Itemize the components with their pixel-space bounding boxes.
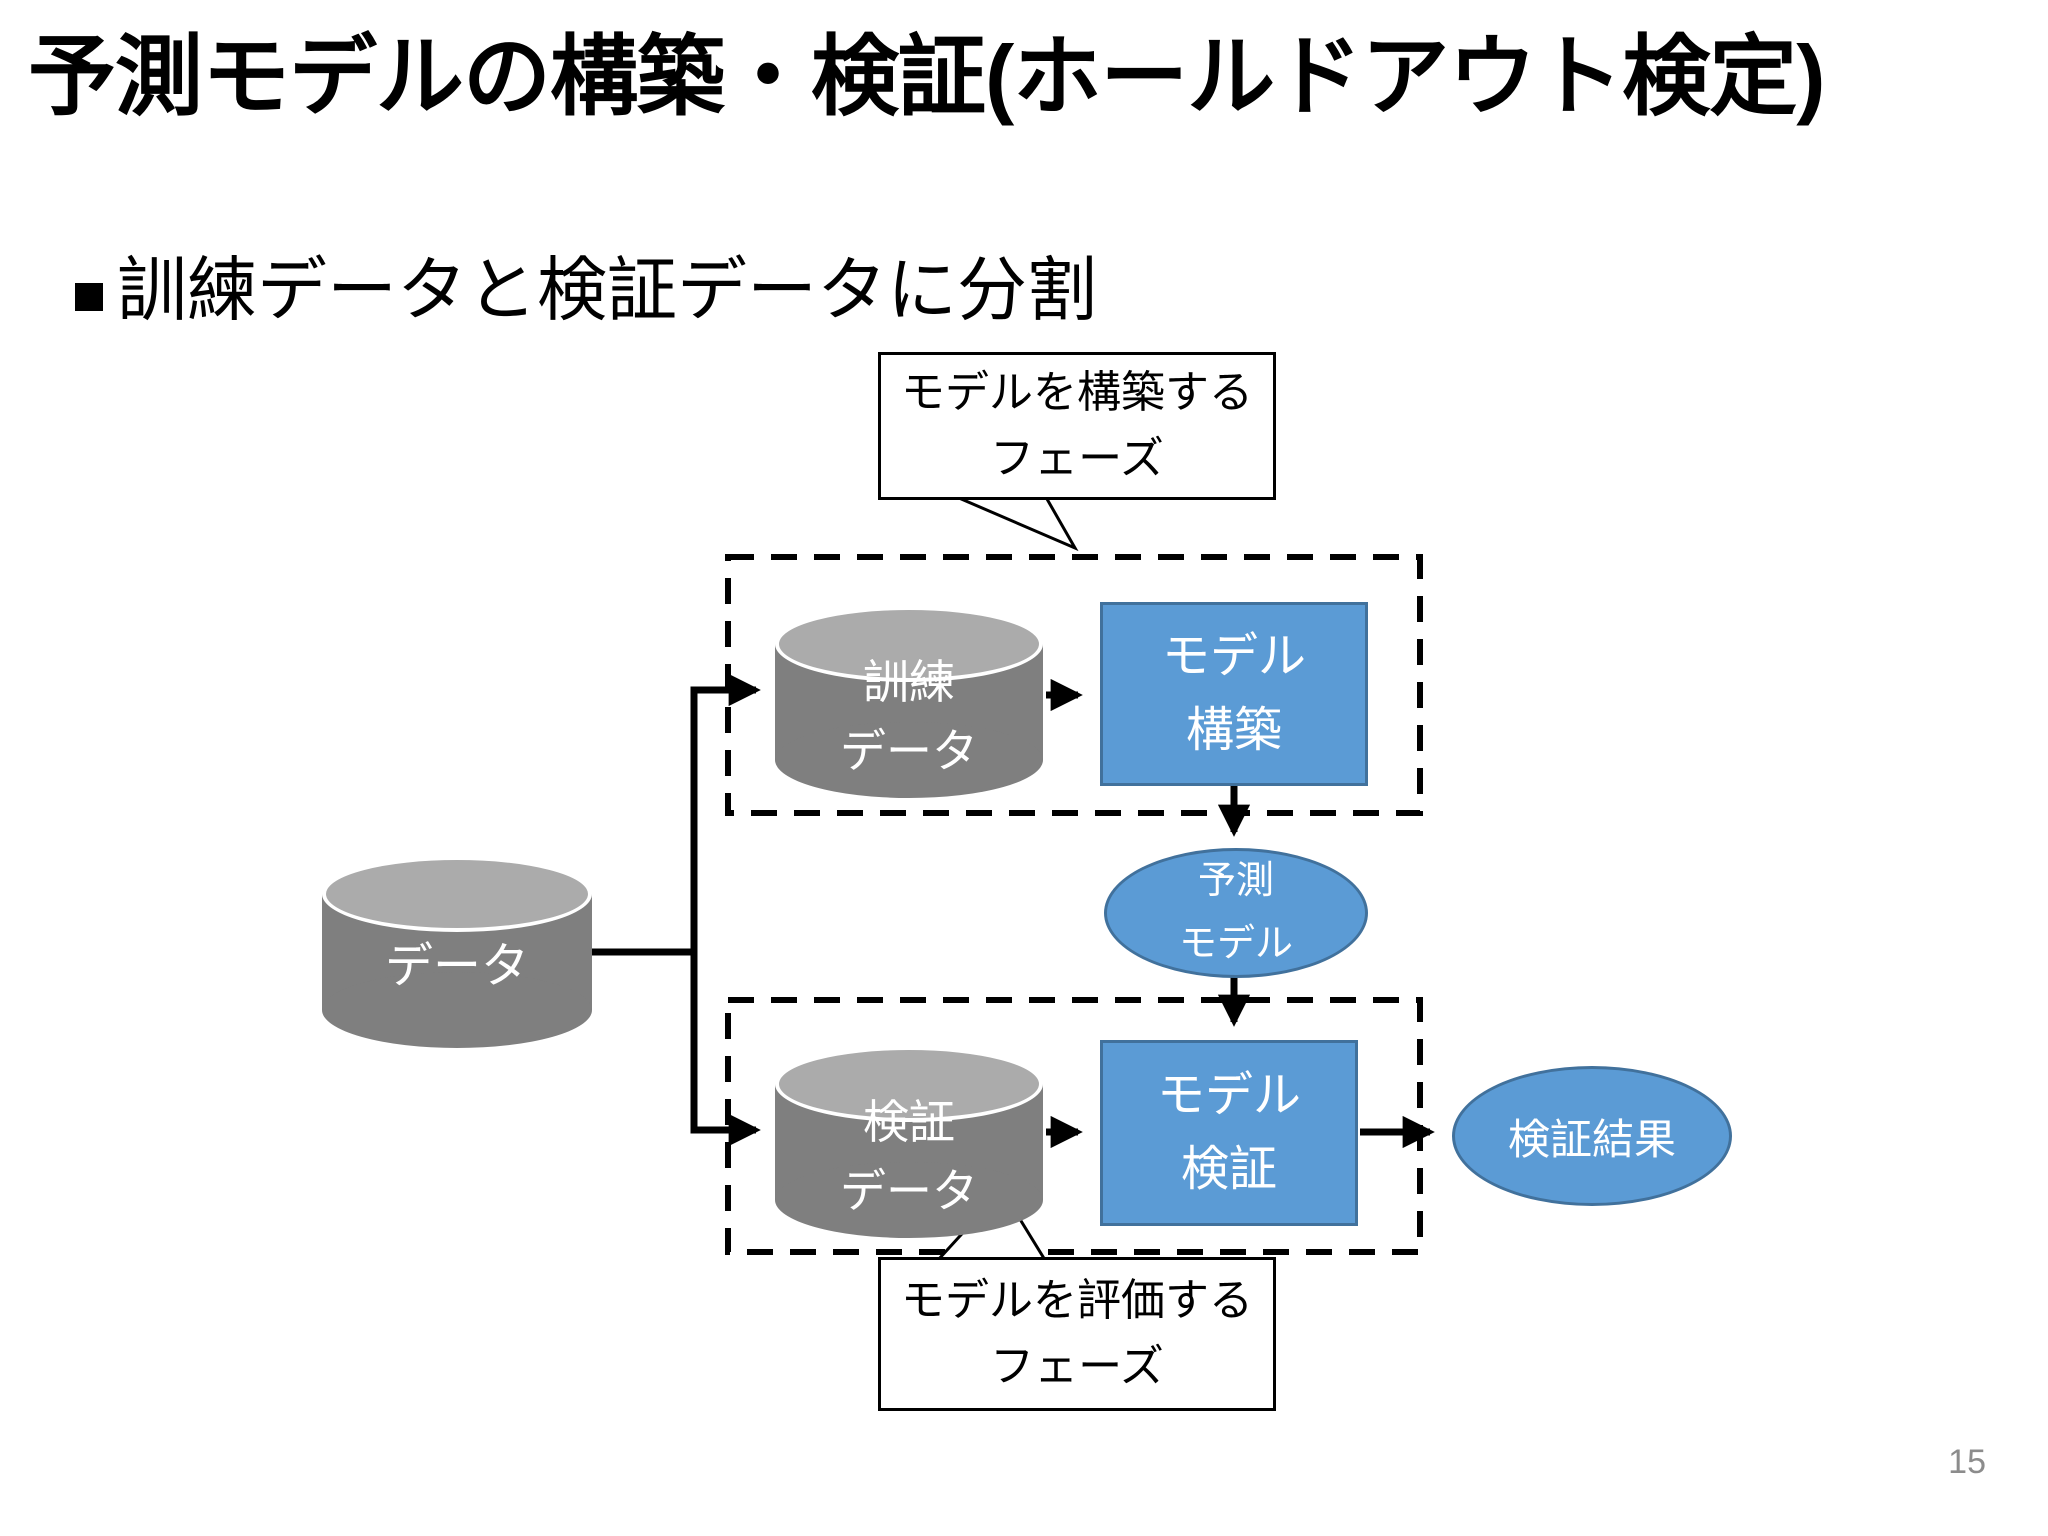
train-cylinder-line2: データ	[840, 725, 978, 777]
data-cylinder-text: データ	[384, 940, 529, 993]
build-callout-line2: フェーズ	[990, 434, 1164, 483]
build-callout-tail	[944, 490, 1079, 552]
validation-result-text: 検証結果	[1507, 1115, 1676, 1163]
build-callout-line1: モデルを構築する	[901, 368, 1253, 417]
bullet-text: 訓練データと検証データに分割	[117, 251, 1097, 329]
train-cylinder-top	[775, 606, 1043, 682]
eval-callout-line2: フェーズ	[990, 1342, 1164, 1391]
page-number: 15	[1948, 1443, 1986, 1481]
eval-callout-line1: モデルを評価する	[901, 1276, 1253, 1325]
model-valid-box: モデル 検証	[1100, 1040, 1358, 1226]
prediction-model-line2: モデル	[1178, 923, 1293, 965]
data-cylinder-bottom	[322, 972, 592, 1048]
bullet-square-icon	[75, 283, 103, 311]
valid-cylinder-label: 検証 データ	[775, 1076, 1043, 1238]
prediction-model-ellipse: 予測 モデル	[1104, 848, 1368, 978]
prediction-model-line1: 予測	[1197, 860, 1274, 903]
page-title: 予測モデルの構築・検証(ホールドアウト検定)	[28, 27, 1826, 126]
valid-cylinder-top	[775, 1046, 1043, 1122]
build-phase-callout: モデルを構築する フェーズ	[878, 352, 1276, 500]
train-cylinder-line1: 訓練	[863, 656, 955, 708]
train-cylinder-label: 訓練 データ	[775, 636, 1043, 798]
data-cylinder: データ	[322, 856, 592, 1048]
train-data-cylinder: 訓練 データ	[775, 606, 1043, 798]
model-build-box: モデル 構築	[1100, 602, 1368, 786]
valid-cylinder-line2: データ	[840, 1165, 978, 1217]
eval-phase-callout: モデルを評価する フェーズ	[878, 1257, 1276, 1411]
valid-cylinder-bottom	[775, 1162, 1043, 1238]
validation-result-ellipse: 検証結果	[1452, 1066, 1732, 1206]
data-cylinder-label: データ	[322, 886, 592, 1048]
data-cylinder-top	[322, 856, 592, 932]
model-valid-line1: モデル	[1156, 1068, 1301, 1122]
build-phase-dashed-box	[725, 554, 1423, 816]
train-cylinder-bottom	[775, 722, 1043, 798]
bullet-item: 訓練データと検証データに分割	[75, 248, 1097, 332]
model-build-line1: モデル	[1161, 629, 1306, 683]
model-valid-line2: 検証	[1180, 1143, 1277, 1196]
model-build-line2: 構築	[1185, 704, 1282, 757]
valid-data-cylinder: 検証 データ	[775, 1046, 1043, 1238]
valid-cylinder-line1: 検証	[863, 1096, 955, 1148]
